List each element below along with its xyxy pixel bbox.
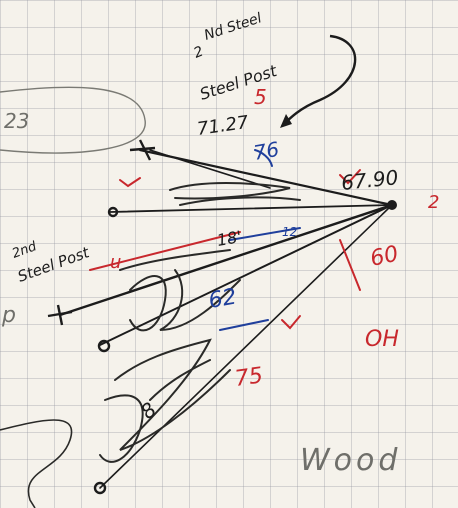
label-2nd-steel-left-a: 2nd bbox=[10, 239, 39, 262]
label-measure-12: 12 bbox=[282, 225, 297, 239]
label-measure-18: 18' bbox=[215, 227, 243, 250]
label-measure-62: 62 bbox=[207, 284, 239, 313]
label-oh: OH bbox=[365, 327, 399, 352]
survey-lines bbox=[58, 148, 394, 489]
label-wood: Wood bbox=[300, 443, 401, 478]
label-measure-u: u bbox=[110, 252, 121, 273]
curved-arrow bbox=[281, 34, 357, 127]
red-marks bbox=[89, 169, 361, 330]
label-measure-75: 75 bbox=[233, 363, 264, 392]
label-measure-60: 60 bbox=[368, 242, 401, 272]
arrow-head bbox=[280, 114, 292, 128]
label-left-edge: p bbox=[1, 303, 16, 328]
blue-marks bbox=[219, 149, 301, 331]
label-2nd-steel-b: Nd Steel bbox=[202, 10, 263, 44]
label-measure-2: 2 bbox=[428, 192, 439, 213]
bottom-scribble bbox=[0, 419, 73, 508]
label-measure-7127: 71.27 bbox=[196, 112, 250, 140]
oval-outline bbox=[0, 86, 146, 154]
scribble-marks bbox=[99, 182, 301, 463]
label-measure-76: 76 bbox=[252, 137, 281, 165]
label-measure-5: 5 bbox=[254, 85, 267, 109]
label-steel-post-top: Steel Post bbox=[197, 61, 279, 104]
label-2nd-steel-a: 2 bbox=[192, 44, 206, 62]
label-measure-6790: 67.90 bbox=[340, 165, 399, 195]
post-markers bbox=[47, 139, 156, 495]
convergence-point bbox=[387, 200, 397, 210]
label-left-number: 23 bbox=[4, 109, 29, 133]
